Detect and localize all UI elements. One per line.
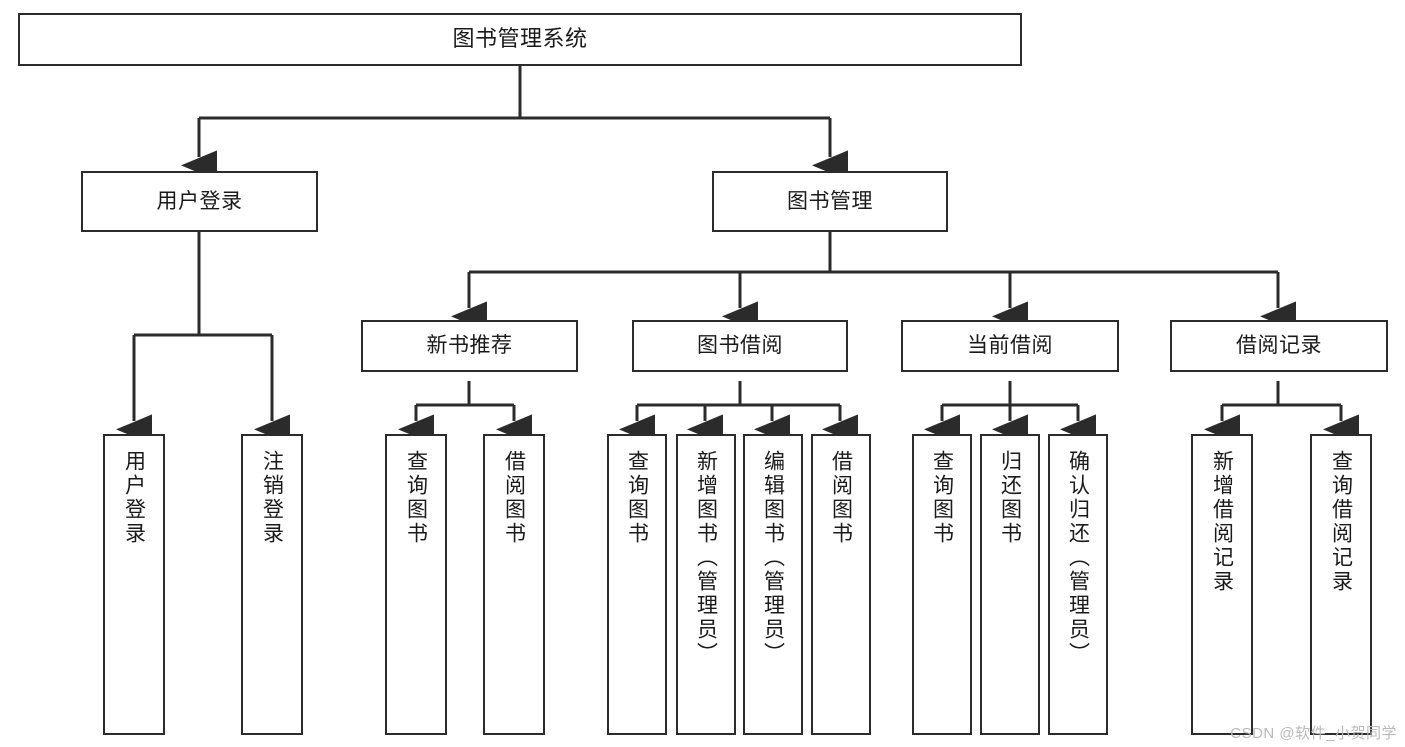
node-label: 查询图书 [404,450,428,546]
csdn-watermark: CSDN @软件_小贺同学 [1230,725,1397,742]
leaf-return-book[interactable]: 归还图书 [980,434,1040,735]
leaf-confirm-return-admin[interactable]: 确认归还（管理员） [1048,434,1108,735]
leaf-query-book-recommend[interactable]: 查询图书 [385,434,447,735]
node-current-borrow[interactable]: 当前借阅 [901,320,1119,372]
leaf-borrow-book[interactable]: 借阅图书 [811,434,871,735]
node-label: 用户登录 [156,189,243,213]
node-label: 新增图书（管理员） [694,450,718,666]
node-user-login[interactable]: 用户登录 [81,171,318,232]
node-root-system[interactable]: 图书管理系统 [18,13,1022,66]
node-label: 注销登录 [260,450,284,546]
node-label: 图书管理系统 [452,26,588,52]
leaf-borrow-book-recommend[interactable]: 借阅图书 [483,434,545,735]
leaf-query-book-borrow[interactable]: 查询图书 [607,434,667,735]
node-label: 查询图书 [625,450,649,546]
leaf-logout[interactable]: 注销登录 [241,434,303,735]
node-label: 编辑图书（管理员） [761,450,785,666]
leaf-add-book-admin[interactable]: 新增图书（管理员） [676,434,736,735]
node-label: 借阅图书 [502,450,526,546]
node-label: 查询借阅记录 [1329,450,1353,594]
node-new-book-recommend[interactable]: 新书推荐 [361,320,578,372]
node-label: 当前借阅 [967,334,1053,358]
node-borrow-record[interactable]: 借阅记录 [1170,320,1388,372]
node-book-borrow[interactable]: 图书借阅 [632,320,848,372]
node-label: 查询图书 [930,450,954,546]
node-label: 图书管理 [787,189,873,213]
node-label: 用户登录 [122,450,146,546]
node-label: 新增借阅记录 [1210,450,1234,594]
leaf-query-book-current[interactable]: 查询图书 [912,434,972,735]
node-label: 归还图书 [998,450,1022,546]
leaf-query-borrow-record[interactable]: 查询借阅记录 [1310,434,1372,735]
node-label: 借阅记录 [1236,334,1322,358]
node-book-management[interactable]: 图书管理 [712,171,948,232]
node-label: 图书借阅 [697,334,783,358]
node-label: 确认归还（管理员） [1066,450,1090,666]
node-label: 新书推荐 [426,334,513,358]
leaf-user-login[interactable]: 用户登录 [103,434,165,735]
node-label: 借阅图书 [829,450,853,546]
leaf-edit-book-admin[interactable]: 编辑图书（管理员） [743,434,803,735]
leaf-add-borrow-record[interactable]: 新增借阅记录 [1191,434,1253,735]
